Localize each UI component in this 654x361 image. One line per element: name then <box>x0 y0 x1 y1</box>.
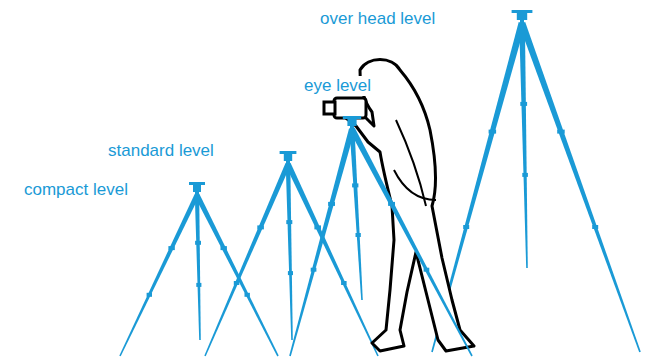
leg-joint <box>557 130 565 134</box>
tripod-plate <box>343 116 361 119</box>
tripod <box>204 151 378 356</box>
leg-joint <box>257 225 264 229</box>
center-column <box>195 190 199 202</box>
tripod-leg <box>286 164 293 340</box>
tripod <box>289 116 473 356</box>
level-label: standard level <box>106 141 216 161</box>
tripod-leg <box>119 194 199 356</box>
leg-joint <box>520 102 527 106</box>
level-label: over head level <box>318 9 437 29</box>
leg-joint <box>234 281 240 285</box>
leg-joint <box>288 271 293 275</box>
tripod-leg <box>195 195 201 340</box>
leg-joint <box>522 173 528 177</box>
tripod-leg <box>519 23 528 268</box>
leg-joint <box>286 220 292 224</box>
tripod-leg <box>289 128 355 356</box>
leg-joint <box>328 202 335 206</box>
tripod-leg <box>286 163 379 356</box>
bag-strap <box>394 170 436 200</box>
camera-lens <box>324 102 335 114</box>
arm-line <box>396 120 426 206</box>
tripod-group <box>119 10 641 356</box>
leg-joint <box>168 246 174 250</box>
leg-joint <box>424 268 430 272</box>
level-label: compact level <box>22 180 130 200</box>
leg-joint <box>356 233 361 237</box>
center-column <box>350 124 354 138</box>
leg-joint <box>463 225 469 229</box>
tripod-leg <box>519 22 641 352</box>
leg-joint <box>245 293 250 297</box>
camera-body <box>334 98 366 118</box>
photographer-figure <box>324 60 474 352</box>
tripod-group <box>289 116 473 356</box>
level-label: eye level <box>302 76 373 96</box>
leg-joint <box>221 246 227 250</box>
tripod <box>431 10 641 352</box>
tripod-plate <box>512 10 533 13</box>
center-column <box>286 159 290 172</box>
leg-joint <box>592 225 598 229</box>
leg-joint <box>195 241 201 245</box>
leg-joint <box>311 268 317 272</box>
tripod-plate <box>189 182 205 185</box>
leg-joint <box>196 283 201 287</box>
tripod-leg <box>349 128 472 357</box>
leg-joint <box>352 183 358 187</box>
tripod <box>119 182 278 356</box>
tripod-leg <box>350 129 363 300</box>
leg-joint <box>147 293 152 297</box>
tripod-plate <box>280 151 297 154</box>
center-column <box>520 18 524 34</box>
leg-joint <box>489 130 497 134</box>
leg-joint <box>388 202 395 206</box>
leg-joint <box>341 281 347 285</box>
tripod-leg <box>204 163 290 356</box>
leg-joint <box>314 225 321 229</box>
